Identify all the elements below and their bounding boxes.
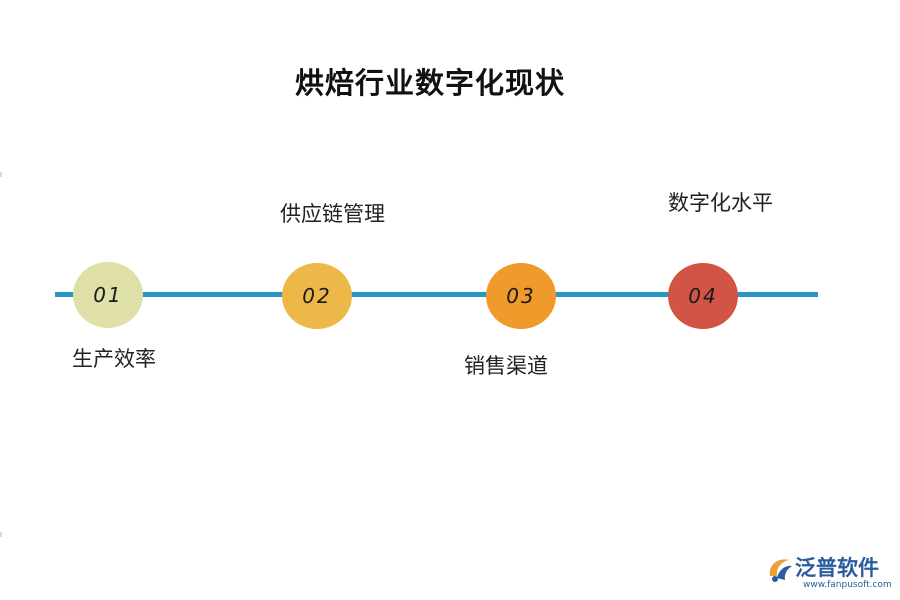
fanpu-logo-icon [769,559,792,582]
step-circle-02: 02 [282,263,352,329]
step-circle-03: 03 [486,263,556,329]
timeline-line [55,292,818,297]
step-label-04: 数字化水平 [668,191,773,215]
logo-url: www.fanpusoft.com [803,580,892,590]
logo-name: 泛普软件 [795,556,879,580]
page-title: 烘焙行业数字化现状 [294,66,565,100]
step-label-03: 销售渠道 [464,354,548,378]
brand-logo: 泛普软件 www.fanpusoft.com [765,552,895,597]
edge-tick-top [0,172,2,177]
step-label-02: 供应链管理 [280,202,385,226]
step-circle-04: 04 [668,263,738,329]
step-circle-01: 01 [73,262,143,328]
edge-tick-bottom [0,532,2,537]
step-label-01: 生产效率 [72,347,156,371]
